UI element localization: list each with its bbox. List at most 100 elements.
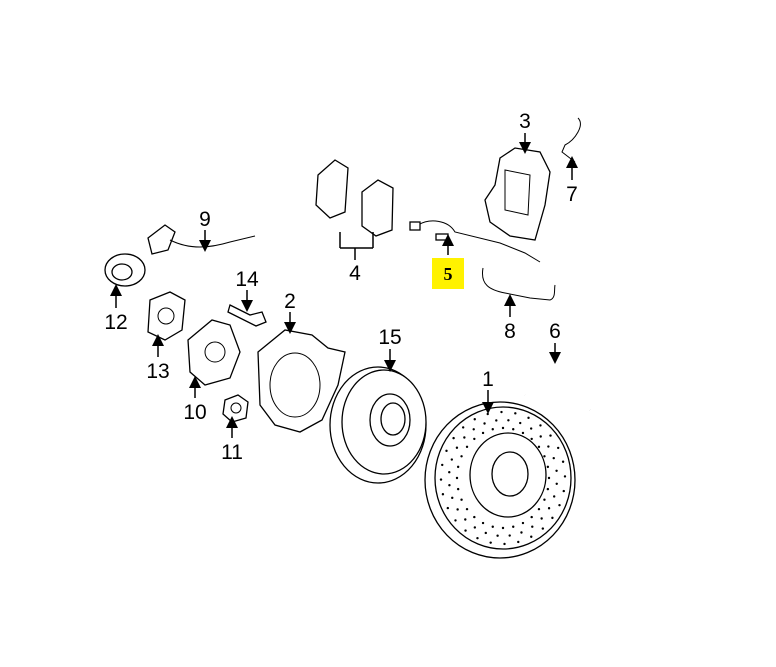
drill-hole bbox=[481, 521, 485, 525]
drill-hole bbox=[473, 515, 476, 519]
drill-hole bbox=[547, 507, 551, 510]
drill-hole bbox=[451, 496, 454, 500]
drill-hole bbox=[448, 471, 451, 474]
brake-hose[interactable] bbox=[522, 358, 592, 411]
drill-hole bbox=[473, 418, 476, 421]
drill-hole bbox=[517, 540, 520, 544]
leader-lines bbox=[110, 133, 578, 438]
drill-hole bbox=[521, 521, 525, 525]
drill-hole bbox=[558, 503, 561, 507]
brake-rotor[interactable] bbox=[329, 366, 427, 484]
drill-hole bbox=[521, 431, 525, 435]
drill-hole bbox=[547, 476, 551, 480]
drill-hole bbox=[537, 507, 541, 511]
wheel-hub[interactable] bbox=[187, 319, 241, 386]
drill-hole bbox=[484, 531, 487, 535]
drill-hole bbox=[489, 541, 492, 544]
drill-hole bbox=[546, 465, 550, 469]
drill-hole bbox=[460, 498, 463, 501]
drill-hole bbox=[546, 487, 550, 491]
drill-hole bbox=[448, 483, 451, 487]
hub-bolt[interactable] bbox=[227, 304, 267, 327]
drill-hole bbox=[495, 419, 498, 422]
brake-rotor-drilled[interactable] bbox=[424, 401, 576, 559]
callout-14[interactable]: 14 bbox=[235, 268, 259, 291]
drill-hole bbox=[491, 428, 494, 431]
drill-hole bbox=[464, 518, 467, 521]
drill-hole bbox=[555, 469, 558, 473]
drill-hole bbox=[551, 516, 554, 520]
drill-hole bbox=[481, 431, 485, 435]
drill-hole bbox=[501, 426, 505, 430]
drill-hole bbox=[537, 445, 541, 449]
callout-1[interactable]: 1 bbox=[482, 368, 494, 391]
drill-hole bbox=[473, 526, 477, 529]
drill-hole bbox=[556, 446, 560, 450]
drill-hole bbox=[539, 435, 542, 438]
drill-hole bbox=[483, 422, 486, 425]
drill-hole bbox=[503, 542, 506, 546]
drill-hole bbox=[460, 455, 463, 458]
drill-hole bbox=[450, 458, 454, 461]
brake-sensor-line[interactable] bbox=[561, 117, 581, 163]
wheel-bearing[interactable] bbox=[104, 253, 146, 287]
callout-5[interactable]: 5 bbox=[444, 264, 453, 284]
drill-hole bbox=[446, 506, 450, 510]
drill-hole bbox=[552, 495, 556, 498]
drill-hole bbox=[472, 428, 475, 431]
drill-hole bbox=[456, 487, 460, 491]
drill-hole bbox=[552, 456, 555, 460]
drill-hole bbox=[500, 410, 503, 414]
drill-hole bbox=[486, 412, 489, 416]
drill-hole bbox=[520, 531, 523, 534]
highlight-box bbox=[432, 258, 464, 289]
drill-hole bbox=[561, 460, 565, 463]
drill-hole bbox=[452, 436, 455, 440]
callout-9[interactable]: 9 bbox=[199, 208, 211, 231]
drill-hole bbox=[512, 525, 515, 528]
callout-7[interactable]: 7 bbox=[566, 183, 578, 206]
callout-15[interactable]: 15 bbox=[378, 326, 401, 349]
drill-hole bbox=[529, 427, 533, 430]
drill-hole bbox=[530, 437, 533, 441]
callout-8[interactable]: 8 bbox=[504, 320, 516, 343]
drill-hole bbox=[476, 536, 479, 540]
drill-hole bbox=[531, 525, 534, 528]
drill-hole bbox=[455, 446, 459, 449]
drill-hole bbox=[491, 525, 494, 528]
brake-line[interactable] bbox=[481, 267, 556, 301]
brake-caliper[interactable] bbox=[484, 147, 551, 241]
brake-pads[interactable] bbox=[315, 159, 394, 237]
callout-6[interactable]: 6 bbox=[549, 320, 561, 343]
drill-hole bbox=[465, 507, 469, 511]
drill-hole bbox=[496, 534, 499, 537]
callout-11[interactable]: 11 bbox=[221, 441, 243, 464]
callout-10[interactable]: 10 bbox=[183, 401, 206, 424]
drill-hole bbox=[441, 463, 444, 467]
drill-hole bbox=[441, 493, 445, 496]
hub-spacer-plate[interactable] bbox=[147, 291, 186, 341]
drill-hole bbox=[512, 428, 515, 431]
drill-hole bbox=[543, 498, 546, 501]
drill-hole bbox=[461, 426, 465, 429]
drill-hole bbox=[454, 519, 457, 522]
drill-hole bbox=[563, 475, 567, 478]
drill-hole bbox=[530, 515, 533, 519]
drill-hole bbox=[562, 489, 565, 493]
callout-4[interactable]: 4 bbox=[349, 262, 361, 285]
drill-hole bbox=[456, 508, 459, 511]
callout-3[interactable]: 3 bbox=[519, 110, 531, 133]
dust-shield[interactable] bbox=[257, 329, 346, 433]
callout-13[interactable]: 13 bbox=[146, 360, 169, 383]
drill-hole bbox=[455, 476, 459, 480]
axle-nut[interactable] bbox=[222, 394, 249, 423]
callout-2[interactable]: 2 bbox=[284, 290, 296, 313]
drill-hole bbox=[541, 527, 545, 530]
drill-hole bbox=[514, 412, 517, 415]
drill-hole bbox=[530, 535, 533, 538]
drill-hole bbox=[543, 455, 546, 458]
drill-hole bbox=[507, 419, 510, 422]
callout-12[interactable]: 12 bbox=[104, 311, 127, 334]
drill-hole bbox=[527, 416, 530, 420]
